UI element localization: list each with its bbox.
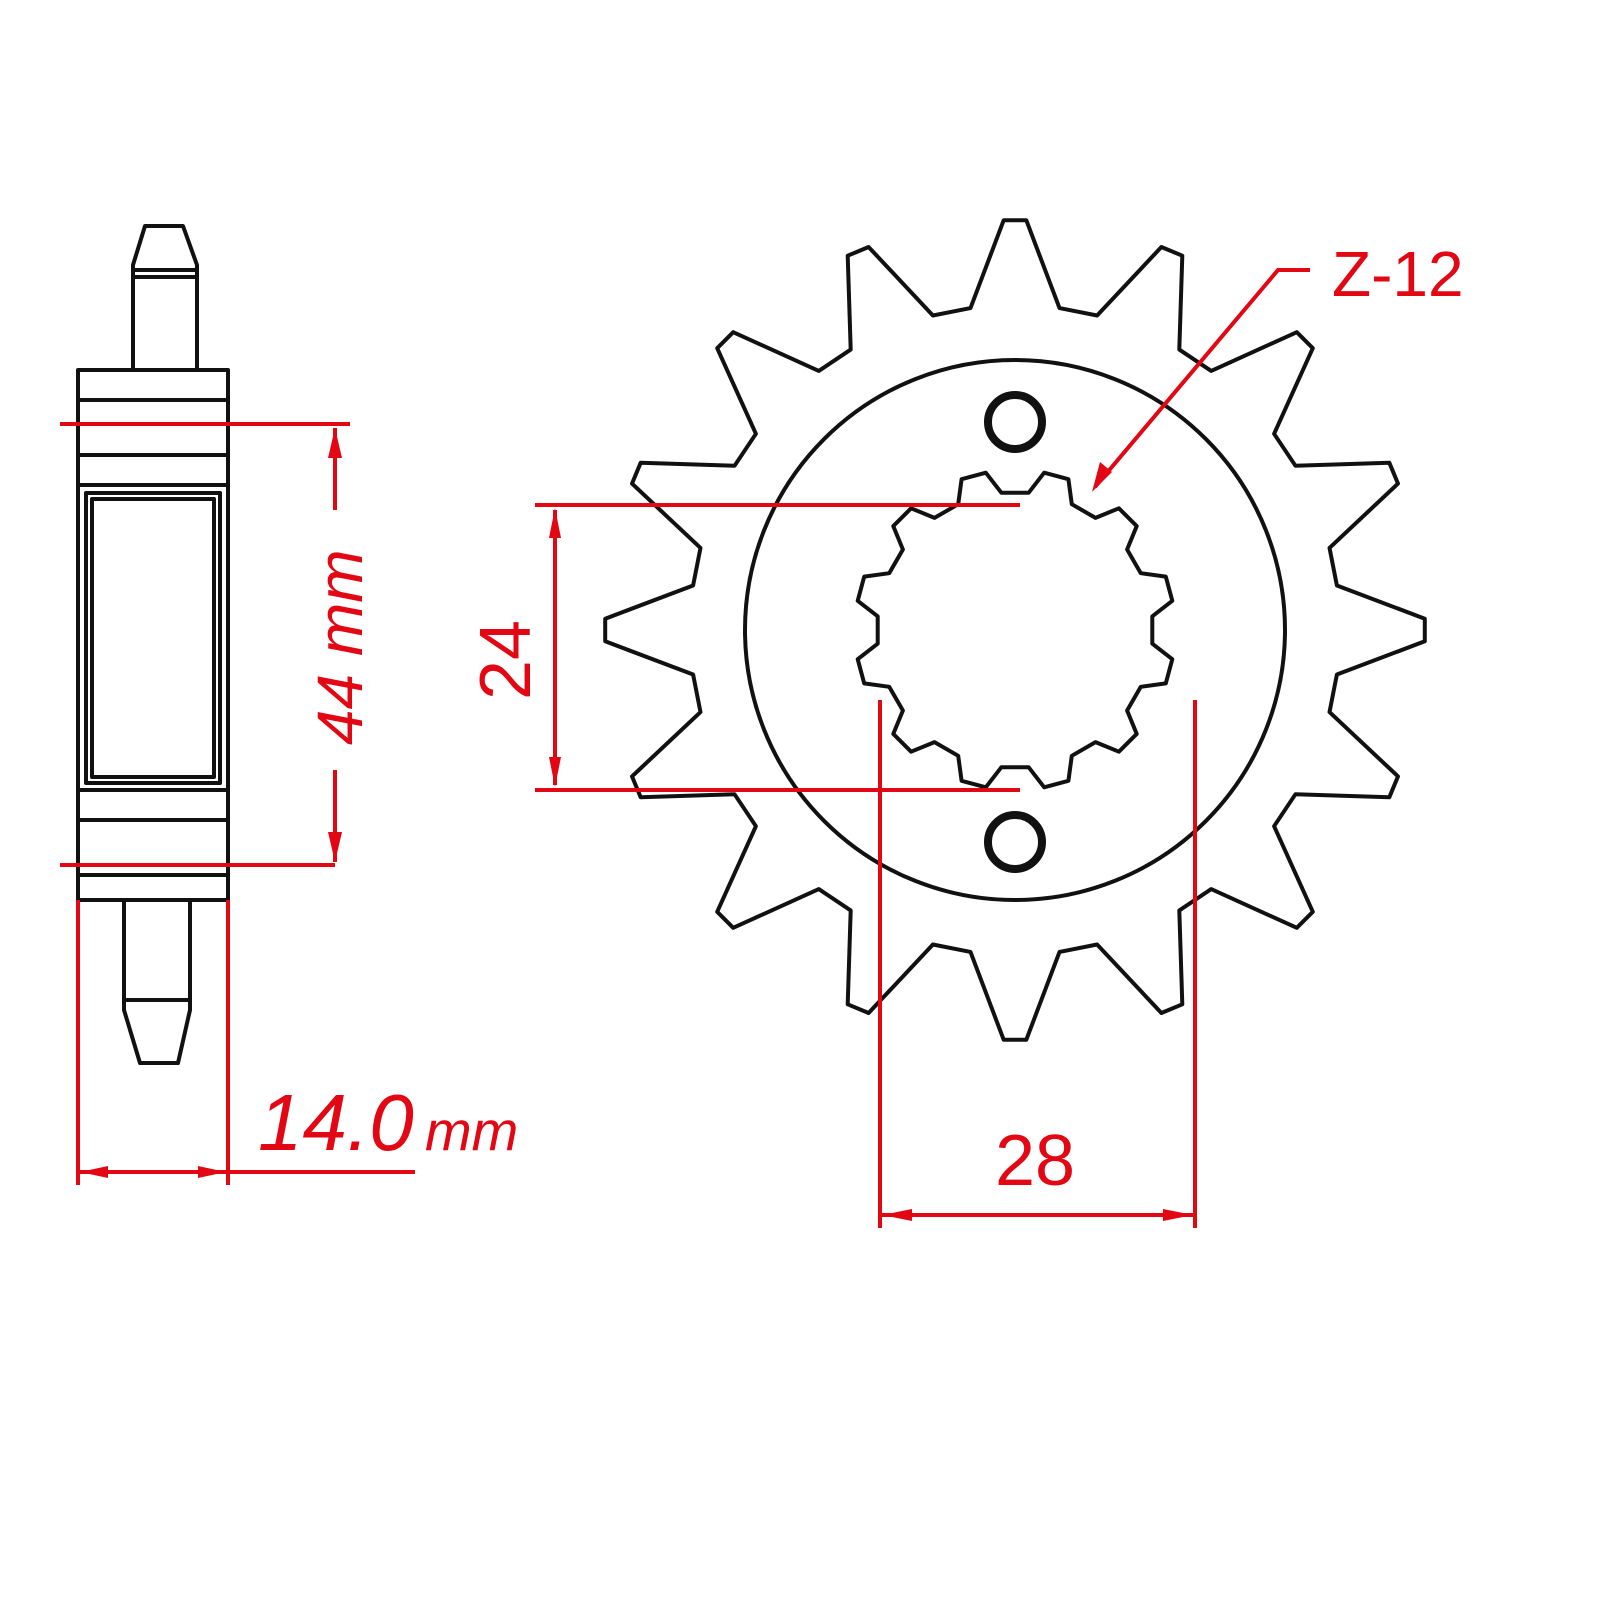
dimension-28 [878,700,1197,1228]
dimension-24-label: 24 [466,620,546,700]
side-hub-top [76,368,230,402]
bolt-hole-bottom [984,811,1046,873]
dimension-28-label: 28 [995,1121,1075,1201]
outer-teeth-outline [603,218,1427,1042]
side-hub-bottom [76,873,230,902]
spline-outline [855,470,1175,790]
front-view [603,218,1427,1042]
dimension-44mm [60,422,350,867]
side-view [76,224,230,1065]
dimension-44mm-label: 44 mm [304,549,376,745]
side-tooth-tip-bottom [122,998,192,1065]
z12-label: Z-12 [1332,238,1464,310]
dimension-14mm-unit: mm [425,1099,518,1162]
bolt-hole-top [984,391,1046,453]
side-tooth-body-top [131,268,199,372]
dimension-14mm [76,900,415,1185]
side-bore [84,491,222,785]
side-band-upper [76,453,230,487]
dimension-14mm-label: 14.0 [258,1078,414,1167]
dimension-24 [535,503,1020,792]
z12-leader [1092,268,1310,492]
side-tooth-body-bottom [122,898,192,1002]
side-band-lower [76,788,230,822]
hub-circle [743,358,1287,902]
